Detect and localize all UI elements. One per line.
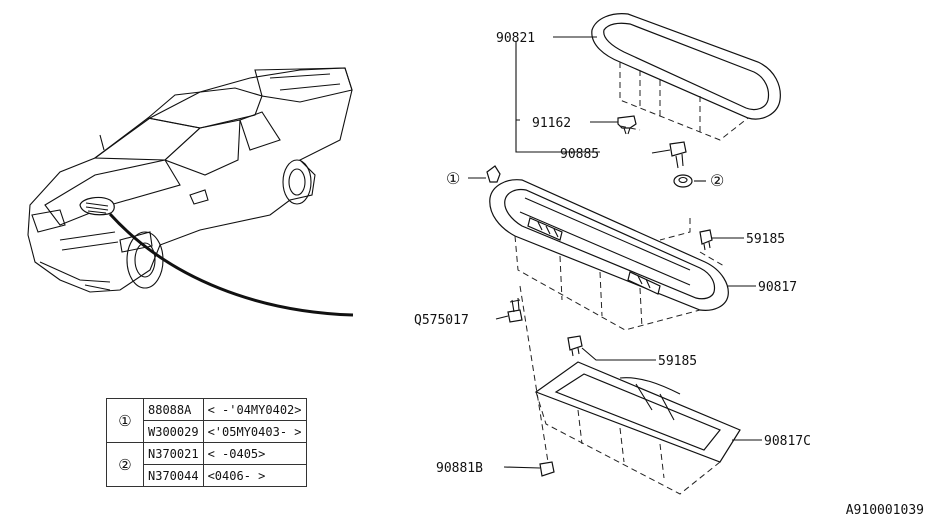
grommet-ref-2 bbox=[673, 174, 693, 188]
callout-90885: 90885 bbox=[560, 147, 599, 162]
leader-group-bracket bbox=[515, 41, 600, 153]
table-range-cell: < -'04MY0402> bbox=[202, 398, 307, 421]
diagram-id: A910001039 bbox=[845, 503, 924, 518]
part-90817-scoop bbox=[489, 179, 729, 331]
fastener-90885 bbox=[669, 141, 687, 169]
table-part-cell: 88088A bbox=[143, 398, 204, 421]
table-mark-1: ① bbox=[106, 398, 144, 443]
table-row: ② N370021 < -0405> bbox=[106, 442, 307, 487]
clip-90881B bbox=[539, 461, 555, 477]
table-part-cell: N370021 bbox=[143, 442, 204, 465]
callout-90817C: 90817C bbox=[764, 434, 811, 449]
clip-ref-1 bbox=[486, 165, 501, 183]
callout-91162: 91162 bbox=[532, 116, 571, 131]
clip-91162 bbox=[617, 115, 637, 135]
leader-Q575017 bbox=[495, 315, 509, 320]
callout-90881B: 90881B bbox=[436, 461, 483, 476]
alignment-line-1 bbox=[519, 285, 549, 463]
table-mark-2: ② bbox=[106, 442, 144, 487]
alignment-line-2 bbox=[699, 251, 725, 267]
leader-90881B bbox=[503, 466, 541, 469]
callout-59185-bottom: 59185 bbox=[658, 354, 697, 369]
table-row: N370044 <0406- > bbox=[107, 464, 307, 487]
scoop-leader-line bbox=[108, 212, 354, 317]
hood-scoop bbox=[79, 196, 115, 216]
table-row: W300029 <'05MY0403- > bbox=[107, 420, 307, 443]
table-part-cell: W300029 bbox=[143, 420, 204, 443]
callout-ref-2: ② bbox=[710, 171, 724, 190]
alignment-line-3 bbox=[619, 125, 641, 131]
table-part-cell: N370044 bbox=[143, 464, 204, 487]
leader-59185-bottom bbox=[581, 347, 656, 361]
part-90821-gasket bbox=[591, 13, 781, 141]
callout-90821: 90821 bbox=[496, 31, 535, 46]
leader-91162 bbox=[516, 119, 618, 123]
screw-Q575017 bbox=[507, 297, 523, 323]
clip-59185-top bbox=[699, 229, 713, 251]
table-row: ① 88088A < -'04MY0402> bbox=[106, 398, 307, 443]
callout-59185-top: 59185 bbox=[746, 232, 785, 247]
table-range-cell: < -0405> bbox=[202, 442, 307, 465]
callout-Q575017: Q575017 bbox=[414, 313, 469, 328]
vehicle-illustration bbox=[27, 67, 353, 293]
callout-90817: 90817 bbox=[758, 280, 797, 295]
callout-ref-1: ① bbox=[446, 169, 460, 188]
table-range-cell: <0406- > bbox=[202, 464, 307, 487]
applicability-table: ① 88088A < -'04MY0402> W300029 <'05MY040… bbox=[106, 398, 307, 487]
part-90817C-cover bbox=[534, 361, 741, 495]
leader-90885 bbox=[651, 149, 671, 154]
clip-59185-bottom bbox=[567, 335, 583, 357]
table-range-cell: <'05MY0403- > bbox=[202, 420, 307, 443]
